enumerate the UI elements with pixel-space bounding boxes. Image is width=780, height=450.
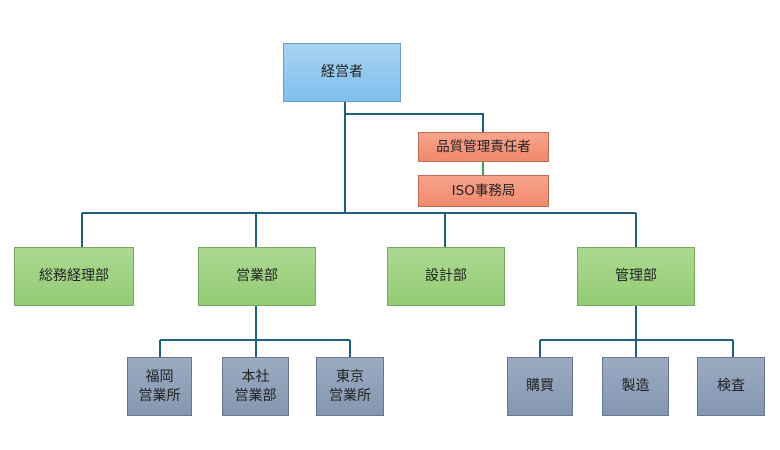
unit-box-manufacturing: 製造	[602, 357, 669, 416]
top-executive-label: 経営者	[321, 64, 363, 80]
unit-label: 検査	[717, 378, 745, 394]
dept-box-management: 管理部	[577, 247, 695, 306]
dept-box-design: 設計部	[387, 247, 505, 306]
unit-label-line2: 営業所	[329, 387, 371, 404]
dept-label: 設計部	[425, 268, 467, 284]
iso-office-label: ISO事務局	[451, 182, 516, 199]
dept-label: 営業部	[236, 268, 278, 284]
quality-manager-box: 品質管理責任者	[418, 132, 549, 162]
top-executive-box: 経営者	[283, 43, 401, 102]
connector-group	[81, 102, 734, 357]
unit-label: 購買	[526, 378, 554, 394]
unit-label-line1: 東京	[336, 368, 364, 385]
unit-box-inspection: 検査	[697, 357, 765, 416]
iso-office-box: ISO事務局	[418, 175, 549, 207]
unit-label-line2: 営業所	[138, 387, 181, 404]
unit-box-purchasing: 購買	[507, 357, 573, 416]
dept-box-sales: 営業部	[198, 247, 316, 306]
unit-label: 製造	[621, 378, 650, 394]
quality-manager-label: 品質管理責任者	[436, 138, 531, 155]
dept-label: 管理部	[615, 268, 657, 284]
unit-label-line1: 本社	[241, 368, 270, 385]
unit-label-line2: 営業部	[234, 387, 277, 404]
unit-box-head-office: 本社 営業部	[222, 357, 289, 416]
dept-label: 総務経理部	[39, 268, 109, 284]
unit-box-fukuoka: 福岡 営業所	[127, 357, 192, 416]
dept-box-general-affairs: 総務経理部	[14, 247, 134, 306]
connector-top-to-qa	[345, 113, 484, 132]
unit-box-tokyo: 東京 営業所	[316, 357, 384, 416]
unit-label-line1: 福岡	[145, 368, 174, 385]
